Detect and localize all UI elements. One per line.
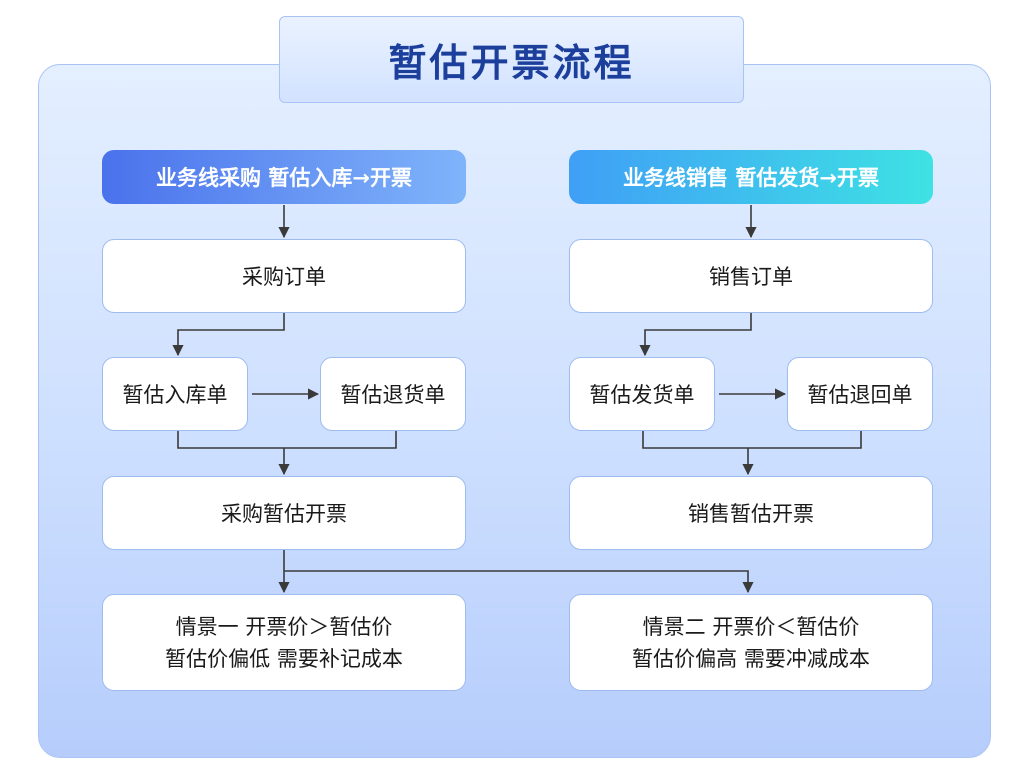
estimated-inbound-node: 暂估入库单 <box>102 357 248 431</box>
scenario-two-line2: 暂估价偏高 需要冲减成本 <box>632 646 870 671</box>
sales-invoice-node: 销售暂估开票 <box>569 476 933 550</box>
purchase-order-node: 采购订单 <box>102 239 466 313</box>
scenario-one-line2: 暂估价偏低 需要补记成本 <box>165 646 403 671</box>
scenario-one-line1: 情景一 开票价＞暂估价 <box>175 614 393 639</box>
sales-header: 业务线销售 暂估发货→开票 <box>569 150 933 204</box>
scenario-one-node: 情景一 开票价＞暂估价 暂估价偏低 需要补记成本 <box>102 594 466 691</box>
sales-order-node: 销售订单 <box>569 239 933 313</box>
estimated-sales-return-node: 暂估退回单 <box>787 357 933 431</box>
page-title: 暂估开票流程 <box>388 41 635 85</box>
scenario-two-node: 情景二 开票价＜暂估价 暂估价偏高 需要冲减成本 <box>569 594 933 691</box>
purchase-header: 业务线采购 暂估入库→开票 <box>102 150 466 204</box>
scenario-two-line1: 情景二 开票价＜暂估价 <box>642 614 860 639</box>
estimated-shipment-node: 暂估发货单 <box>569 357 715 431</box>
estimated-return-node: 暂估退货单 <box>320 357 466 431</box>
purchase-invoice-node: 采购暂估开票 <box>102 476 466 550</box>
title-box: 暂估开票流程 <box>279 16 744 103</box>
